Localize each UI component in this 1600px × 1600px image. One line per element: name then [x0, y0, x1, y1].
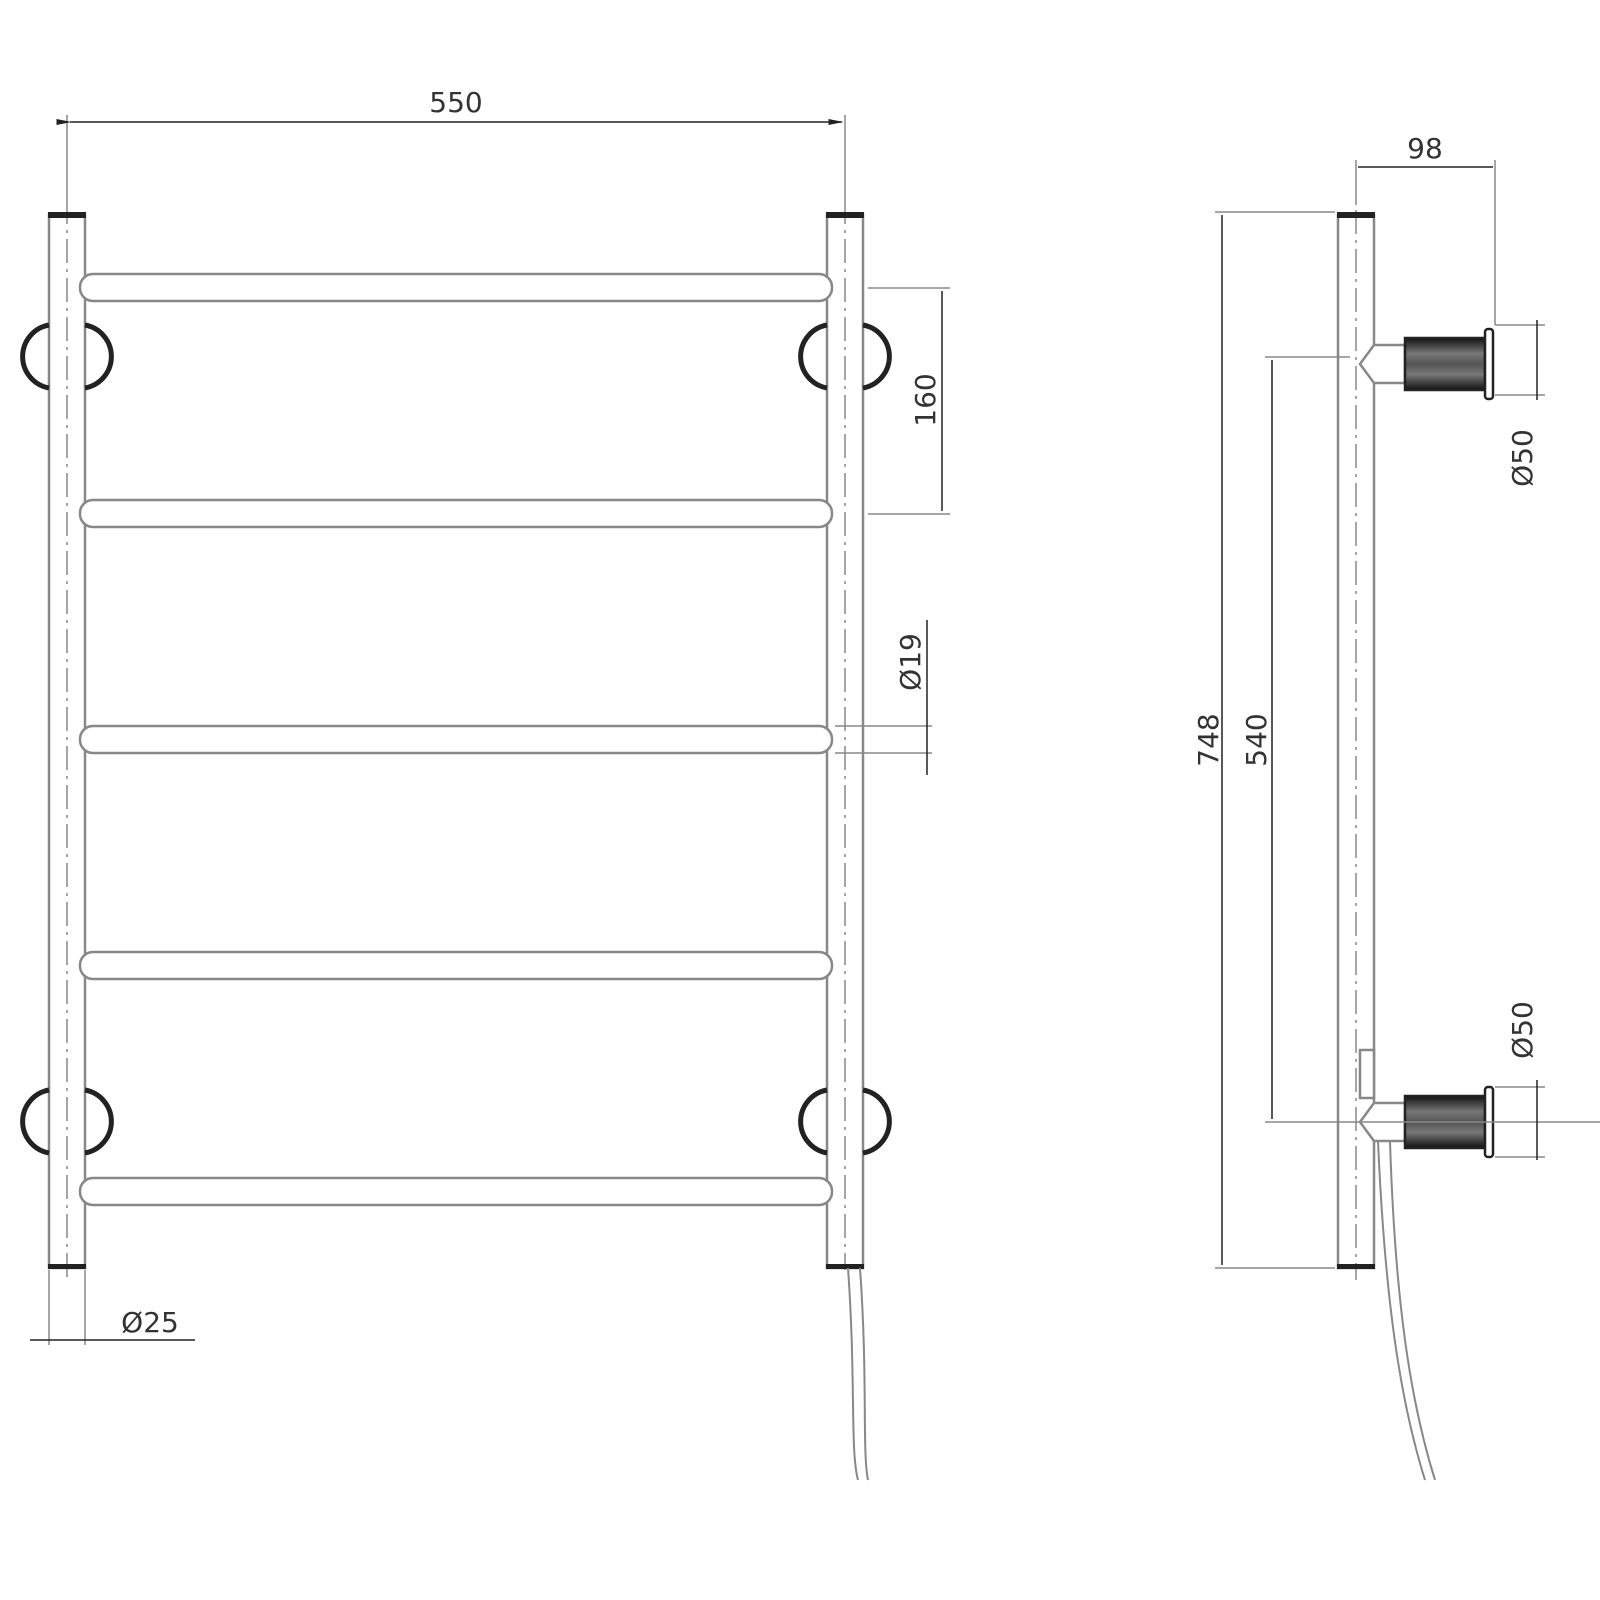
dim-mount-diameter-bottom: Ø50: [1506, 1001, 1539, 1059]
dim-rail-diameter: Ø19: [894, 633, 927, 691]
rails: [78, 272, 834, 1207]
wall-mounts: [20, 322, 892, 1156]
dim-depth: 98: [1407, 132, 1443, 165]
front-view: [20, 115, 950, 1481]
dim-mount-spacing: 540: [1240, 713, 1273, 766]
side-view: [1215, 160, 1600, 1481]
dim-rail-spacing: 160: [909, 373, 942, 426]
dim-overall-height: 748: [1192, 713, 1225, 766]
dim-overall-width: 550: [429, 86, 482, 119]
dim-mount-diameter-top: Ø50: [1506, 429, 1539, 487]
dim-post-diameter: Ø25: [121, 1306, 179, 1339]
